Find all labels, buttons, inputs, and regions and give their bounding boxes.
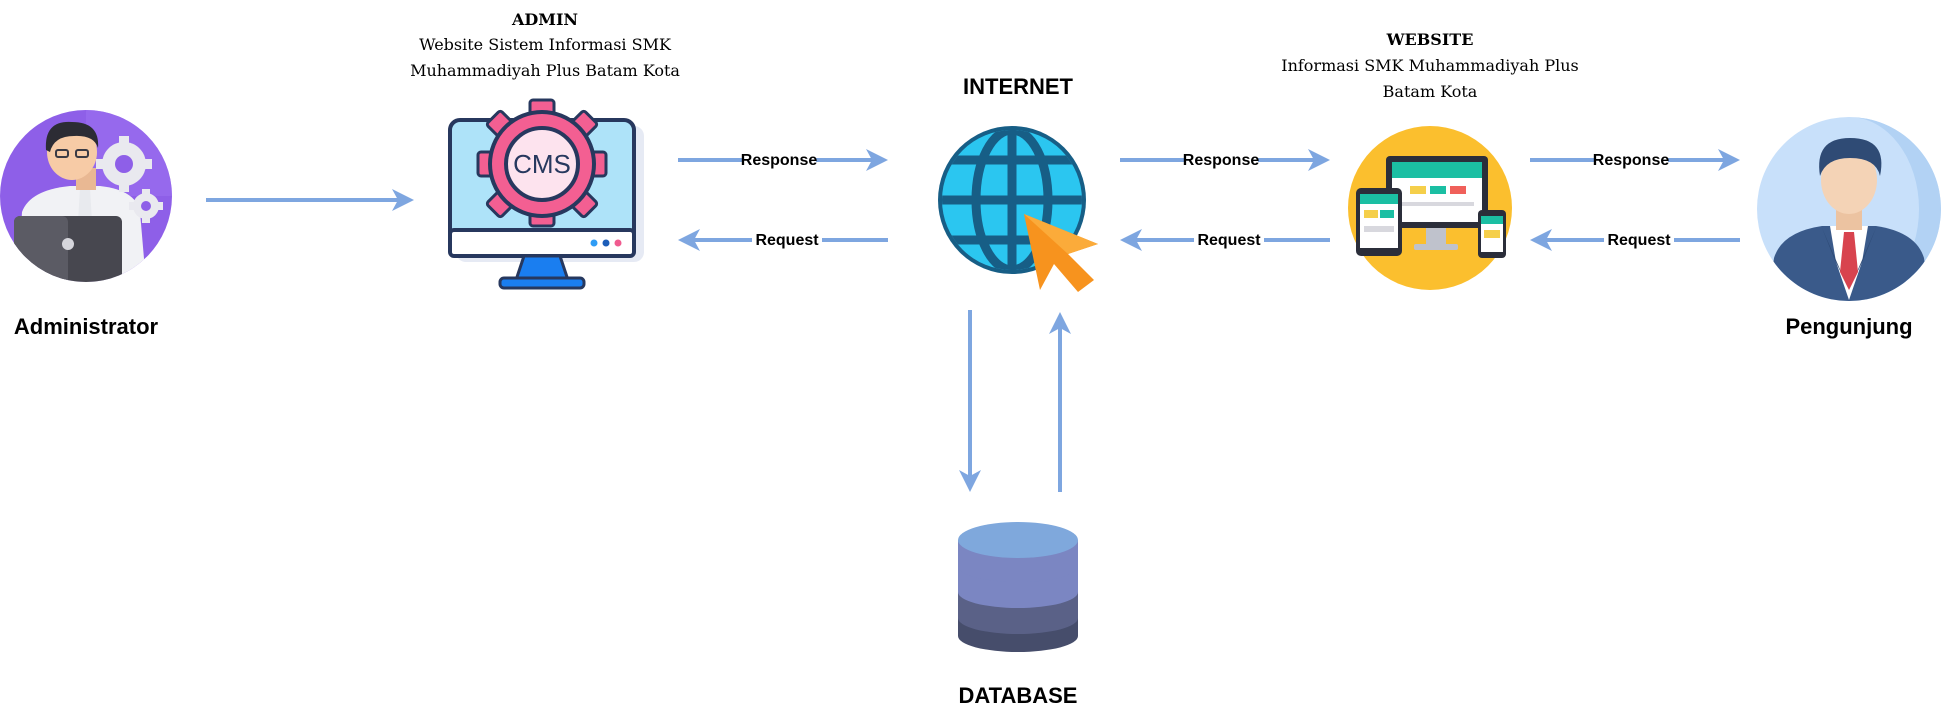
visitor-avatar-icon — [1757, 117, 1941, 301]
edge-label-response: Response — [1593, 152, 1670, 169]
website-description-line2: Batam Kota — [1383, 82, 1478, 101]
database-node: DATABASE — [958, 522, 1078, 708]
cms-gear-icon: CMS — [476, 98, 608, 228]
edge-label-request: Request — [1197, 232, 1261, 249]
administrator-icon — [0, 110, 172, 282]
cms-node: ADMIN Website Sistem Informasi SMK Muham… — [410, 10, 680, 290]
edge-internet-website-response: Response — [1120, 149, 1330, 171]
administrator-node: Administrator — [0, 110, 172, 339]
cursor-icon — [1024, 214, 1098, 292]
database-label: DATABASE — [959, 683, 1078, 708]
arrow-internet-to-database — [959, 310, 981, 492]
cms-description-line1: Website Sistem Informasi SMK — [419, 35, 672, 54]
website-node: WEBSITE Informasi SMK Muhammadiyah Plus … — [1281, 30, 1579, 290]
arrow-admin-to-cms — [206, 189, 414, 211]
cms-monitor-icon: CMS — [448, 98, 644, 290]
website-description-line1: Informasi SMK Muhammadiyah Plus — [1281, 56, 1578, 75]
edge-website-pengunjung-response: Response — [1530, 149, 1740, 171]
small-gear-icon — [129, 189, 163, 223]
edge-label-request: Request — [1607, 232, 1671, 249]
cms-title: ADMIN — [511, 10, 578, 29]
gear-icon — [96, 136, 152, 192]
pengunjung-node: Pengunjung — [1757, 117, 1941, 339]
edge-label-response: Response — [1183, 152, 1260, 169]
website-title: WEBSITE — [1386, 30, 1474, 49]
administrator-label: Administrator — [14, 314, 159, 339]
edge-website-pengunjung-request: Request — [1530, 229, 1740, 251]
edge-cms-internet-request: Request — [678, 229, 888, 251]
edge-label-response: Response — [741, 152, 818, 169]
responsive-devices-icon — [1348, 126, 1512, 290]
cms-icon-text: CMS — [513, 149, 571, 179]
internet-label: INTERNET — [963, 74, 1074, 99]
edge-internet-website-request: Request — [1120, 229, 1330, 251]
pengunjung-label: Pengunjung — [1785, 314, 1912, 339]
edge-cms-internet-response: Response — [678, 149, 888, 171]
database-icon — [958, 522, 1078, 652]
cms-description-line2: Muhammadiyah Plus Batam Kota — [410, 61, 680, 80]
arrow-database-to-internet — [1049, 312, 1071, 492]
internet-node: INTERNET — [938, 74, 1098, 292]
edge-label-request: Request — [755, 232, 819, 249]
